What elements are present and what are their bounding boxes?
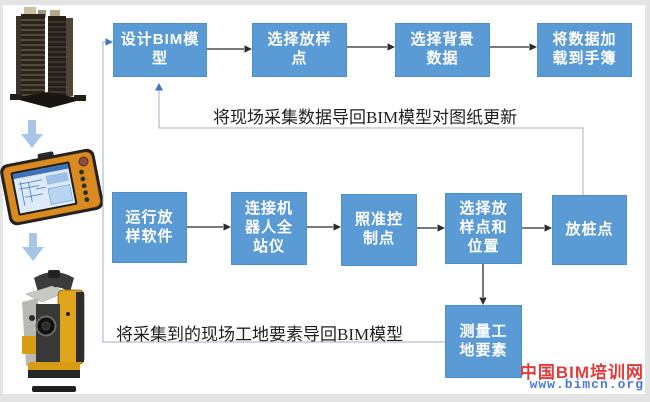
step-load-data-to-controller: 将数据加 载到手簿 [537, 23, 632, 77]
step-connect-robotic-total-station: 连接机 器人全 站仪 [231, 192, 307, 265]
total-station-image [22, 270, 85, 392]
building-model-image [10, 7, 86, 108]
step-aim-control-points: 照准控 制点 [341, 194, 417, 266]
down-arrow-icon [22, 233, 44, 261]
down-arrow-icon [21, 120, 43, 148]
step-design-bim-model: 设计BIM模 型 [113, 23, 207, 77]
watermark-url: www.bimcn.org [529, 377, 644, 392]
watermark-site-name: 中国BIM培训网 [519, 363, 644, 382]
step-measure-site-features: 测量工 地要素 [445, 305, 522, 378]
feedback-top-label: 将现场采集数据导回BIM模型对图纸更新 [213, 108, 518, 127]
field-controller-image [0, 148, 104, 226]
step-select-background-data: 选择背景 数据 [395, 23, 490, 77]
feedback-bottom-label: 将采集到的现场工地要素导回BIM模型 [116, 325, 404, 344]
step-stake-point: 放桩点 [552, 195, 627, 265]
step-select-stakeout-points: 选择放样 点 [252, 23, 347, 77]
step-run-stakeout-software: 运行放 样软件 [112, 192, 187, 263]
step-select-point-and-position: 选择放 样点和 位置 [445, 193, 522, 264]
